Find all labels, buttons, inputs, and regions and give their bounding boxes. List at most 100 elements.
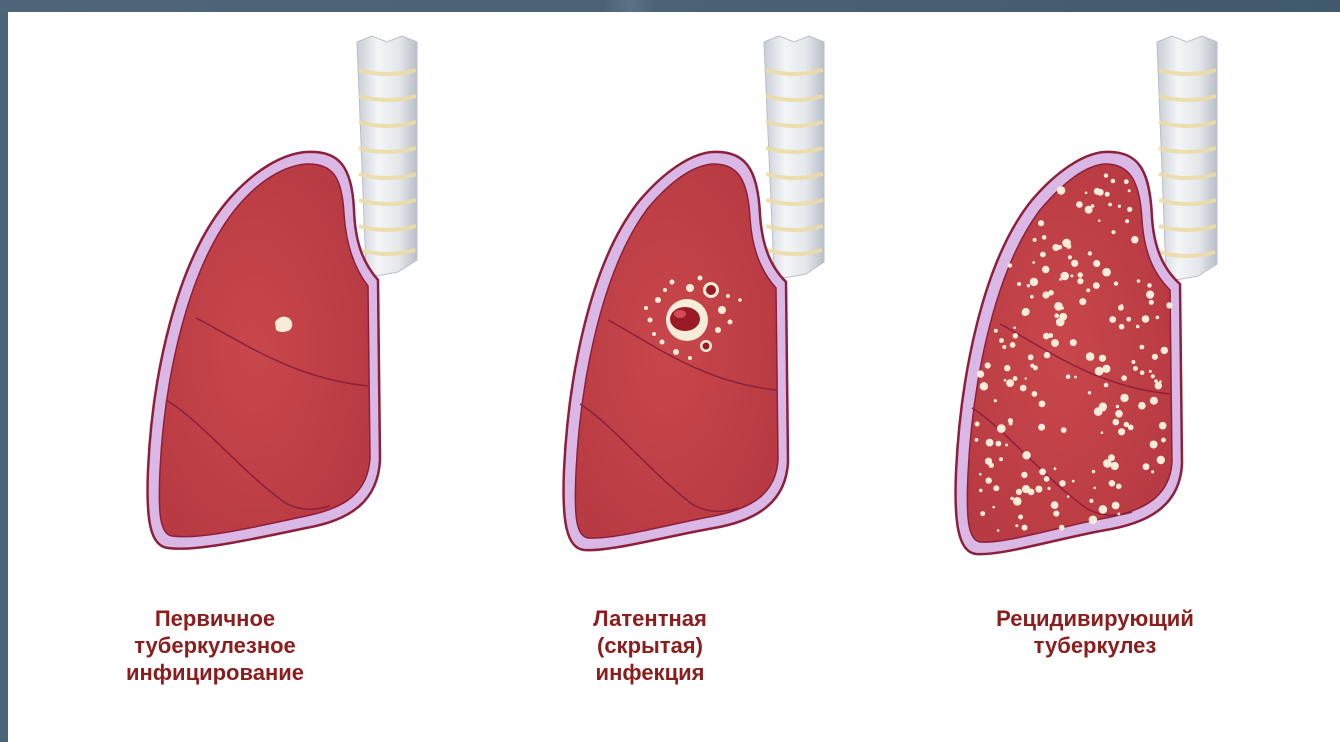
- tb-focus: [1002, 345, 1006, 349]
- tb-focus: [1137, 279, 1141, 283]
- tb-focus: [1157, 456, 1165, 464]
- tb-focus: [1042, 266, 1049, 273]
- tb-focus: [1004, 365, 1010, 371]
- tb-focus: [1078, 272, 1083, 277]
- tb-focus: [1146, 291, 1154, 299]
- tb-focus: [1059, 525, 1065, 531]
- tb-focus: [1039, 401, 1046, 408]
- tb-focus: [1010, 497, 1014, 501]
- tb-focus: [1108, 454, 1115, 461]
- tb-focus: [1099, 355, 1106, 362]
- tb-focus: [1127, 207, 1132, 212]
- tb-focus: [1150, 397, 1158, 405]
- tb-focus: [1074, 376, 1077, 379]
- tb-focus: [1033, 238, 1037, 242]
- tb-focus: [1166, 302, 1172, 308]
- tb-focus: [1133, 366, 1138, 371]
- tb-focus: [1131, 360, 1135, 364]
- tb-focus: [1119, 324, 1125, 330]
- tb-focus: [1022, 308, 1030, 316]
- tb-focus: [1030, 278, 1038, 286]
- tb-focus: [1102, 365, 1110, 373]
- tb-focus: [1066, 244, 1071, 249]
- tb-focus: [1151, 374, 1155, 378]
- tb-focus: [1038, 220, 1044, 226]
- tb-focus: [1092, 470, 1095, 473]
- tb-focus: [1098, 219, 1101, 222]
- tb-focus: [1093, 260, 1100, 267]
- trachea: [357, 36, 417, 276]
- tb-focus: [1104, 383, 1109, 388]
- tb-focus: [1086, 352, 1095, 361]
- tb-focus: [1099, 403, 1107, 411]
- lung-panel-recurrent: [956, 36, 1217, 554]
- tb-focus: [980, 511, 985, 516]
- tb-focus: [1113, 419, 1120, 426]
- tb-focus: [1051, 339, 1059, 347]
- caption-line: (скрытая): [500, 632, 800, 659]
- tb-focus: [985, 362, 991, 368]
- tb-focus: [1053, 510, 1059, 516]
- caption-line: Латентная: [500, 605, 800, 632]
- trachea: [764, 36, 824, 278]
- tb-focus: [1015, 524, 1018, 527]
- tb-focus: [1071, 260, 1078, 267]
- tb-focus: [1117, 513, 1120, 516]
- tb-focus: [1089, 516, 1098, 525]
- tb-focus: [997, 424, 1006, 433]
- tb-focus: [1085, 206, 1093, 214]
- tb-focus: [1005, 444, 1008, 447]
- tb-focus: [1142, 315, 1150, 323]
- caption-line: туберкулез: [945, 632, 1245, 659]
- tb-focus: [979, 489, 983, 493]
- tb-focus: [1088, 251, 1092, 255]
- tb-focus: [1043, 333, 1050, 340]
- caption-recurrent-tb: Рецидивирующий туберкулез: [945, 605, 1245, 659]
- tb-focus: [1022, 451, 1030, 459]
- tb-focus: [1108, 203, 1112, 207]
- tb-focus: [1030, 364, 1034, 368]
- tb-focus: [1109, 480, 1116, 487]
- tb-focus: [1059, 278, 1062, 281]
- tb-focus: [1118, 428, 1125, 435]
- tb-focus: [1039, 468, 1046, 475]
- tb-focus: [1116, 405, 1119, 408]
- tb-focus: [1008, 263, 1013, 268]
- caption-primary-infection: Первичное туберкулезное инфицирование: [65, 605, 365, 686]
- tb-focus: [1054, 467, 1057, 470]
- tb-focus: [975, 422, 980, 427]
- tb-focus: [1066, 374, 1071, 379]
- tb-focus: [1025, 377, 1027, 379]
- tb-focus: [1072, 480, 1075, 483]
- tb-focus: [1020, 385, 1027, 392]
- tb-focus: [1070, 274, 1073, 277]
- tb-focus: [994, 399, 997, 402]
- tb-focus: [1099, 505, 1108, 514]
- tb-focus: [1161, 347, 1168, 354]
- caption-line: Рецидивирующий: [945, 605, 1245, 632]
- tb-focus: [1118, 205, 1121, 208]
- tb-focus: [1051, 501, 1059, 509]
- tb-focus: [1143, 463, 1150, 470]
- tb-focus: [977, 370, 984, 377]
- tb-focus: [999, 338, 1004, 343]
- tb-focus: [1008, 418, 1013, 423]
- tb-focus: [1042, 291, 1049, 298]
- tb-focus: [1093, 282, 1100, 289]
- tb-focus: [1086, 288, 1090, 292]
- tb-focus: [1018, 515, 1023, 520]
- tb-focus: [1054, 313, 1059, 318]
- tb-focus: [1004, 379, 1007, 382]
- tb-focus: [1097, 189, 1104, 196]
- tb-focus: [1059, 314, 1065, 320]
- tb-focus: [1077, 278, 1083, 284]
- tb-focus: [1147, 283, 1152, 288]
- tb-focus: [1021, 472, 1027, 478]
- tb-focus: [1070, 339, 1077, 346]
- tb-focus: [1042, 235, 1047, 240]
- tb-focus: [1155, 382, 1162, 389]
- tb-focus: [1154, 379, 1158, 383]
- caption-line: Первичное: [65, 605, 365, 632]
- tb-focus: [1044, 352, 1050, 358]
- tb-focus: [992, 506, 995, 509]
